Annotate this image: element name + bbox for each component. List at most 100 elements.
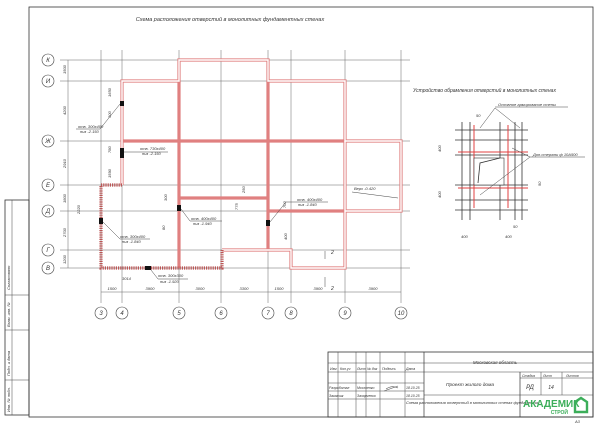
label: низ -1.920 [160,279,180,284]
label: 3000 [196,286,206,291]
label: низ -1.940 [193,221,213,226]
foundation-walls [99,58,403,270]
label: 9 [343,311,347,317]
logo-house-icon [573,396,589,414]
opening-framing-detail: Устройство обрамления отверстий в моноли… [413,87,585,239]
label: Стадия [522,374,535,378]
label: 4 [120,311,124,317]
label: 1590 [107,168,112,178]
label: Доп.стержни ф 10А500 [532,152,578,157]
signature [383,385,399,392]
label: Мосьченко [357,386,374,390]
label: 400 [505,234,512,239]
label: 1200 [62,254,67,264]
label: отв. 730х400 [140,146,166,151]
label: 2 [330,250,334,256]
logo-text: АКАДЕМИК [523,399,580,410]
label: 18.10.25 [406,386,420,390]
label: Разработал [329,386,349,390]
label: 400 [461,234,468,239]
label: 2 [330,286,334,292]
label: низ -2.150 [142,151,162,156]
label: 50 [476,113,481,118]
label: Листов [565,374,579,378]
label: 14 [548,385,554,391]
label: Е [46,183,51,189]
label: 400 [283,233,288,240]
label: 1500 [275,286,285,291]
label: 300 [107,111,112,118]
label: 300 [163,194,168,201]
label: И [46,79,51,85]
sheet-title: Схема расположения отверстий в монолитны… [406,400,539,405]
label: низ -1.840 [122,239,142,244]
label: 8 [289,311,293,317]
label: Согласовано [6,265,11,290]
label: Кол.уч [340,367,351,371]
label: 3900 [146,286,156,291]
label: 1800 [62,193,67,203]
label: А3 [574,419,581,424]
label: низ -2.150 [80,129,100,134]
label: В [46,266,50,272]
label: 3900 [314,286,324,291]
label: Верх -0.420 [354,186,376,191]
label: Московская область [473,360,518,365]
left-stamp: Согласовано Взам. инв. № Подп. и дата Ин… [4,199,30,416]
label: 775 [234,203,239,210]
label: отв. 300х300 [158,273,184,278]
label: Взам. инв. № [6,302,11,327]
label: Г [46,248,50,254]
label: 10 [398,311,405,317]
label: 1500 [108,286,118,291]
label: СТРОЙ [551,408,569,416]
label: 4200 [62,105,67,115]
label: Ж [44,139,51,145]
label: 780 [107,146,112,153]
label: 3900 [369,286,379,291]
label: 2910 [62,158,67,169]
label: 3014 [122,276,132,281]
label: Подп. и дата [6,350,11,376]
label: Лист [356,367,366,371]
label: К [46,58,50,64]
label: 7 [266,311,270,317]
label: 2700 [62,227,67,238]
label: 1650 [107,87,112,97]
label: низ -1.840 [298,202,318,207]
label: 6 [219,311,223,317]
label: Изм [330,367,337,371]
title-block: Изм Кол.уч Лист № док Подпись Дата Разра… [327,351,594,424]
label: отв. 400х400 [297,197,323,202]
label: 3300 [240,286,250,291]
label: 250 [241,186,246,194]
label: Основное армирование стены [498,102,556,107]
label: Инв. № подл. [6,387,11,412]
label: 1500 [62,64,67,74]
label: 18.10.25 [406,394,420,398]
grid-axes [60,50,410,303]
plan-title: Схема расположения отверстий в монолитны… [136,16,325,23]
label: Проект жилого дома [446,382,494,388]
label: отв. 300х400 [78,124,104,129]
label: 50 [513,224,518,229]
opening-labels: отв. 300х400 низ -2.150 отв. 730х400 низ… [76,103,399,292]
label: 5 [177,311,181,317]
label: отв. 400х400 [191,216,217,221]
label: Заказчик [329,394,344,398]
label: 3 [99,311,103,317]
wall-openings [99,101,270,270]
label: Лист [542,374,552,378]
label: № док [367,367,378,371]
label: 80 [161,225,166,230]
label: 400 [437,145,442,152]
label: Устройство обрамления отверстий в моноли… [413,87,556,94]
label: 50 [537,181,542,186]
label: 700 [282,201,287,208]
label: Захарченко [357,394,376,398]
label: 2220 [76,204,81,215]
dimensions: 1500 3900 3000 3300 1500 3900 3900 3014 … [62,64,378,291]
label: 400 [437,191,442,198]
label: Подпись [382,367,396,371]
